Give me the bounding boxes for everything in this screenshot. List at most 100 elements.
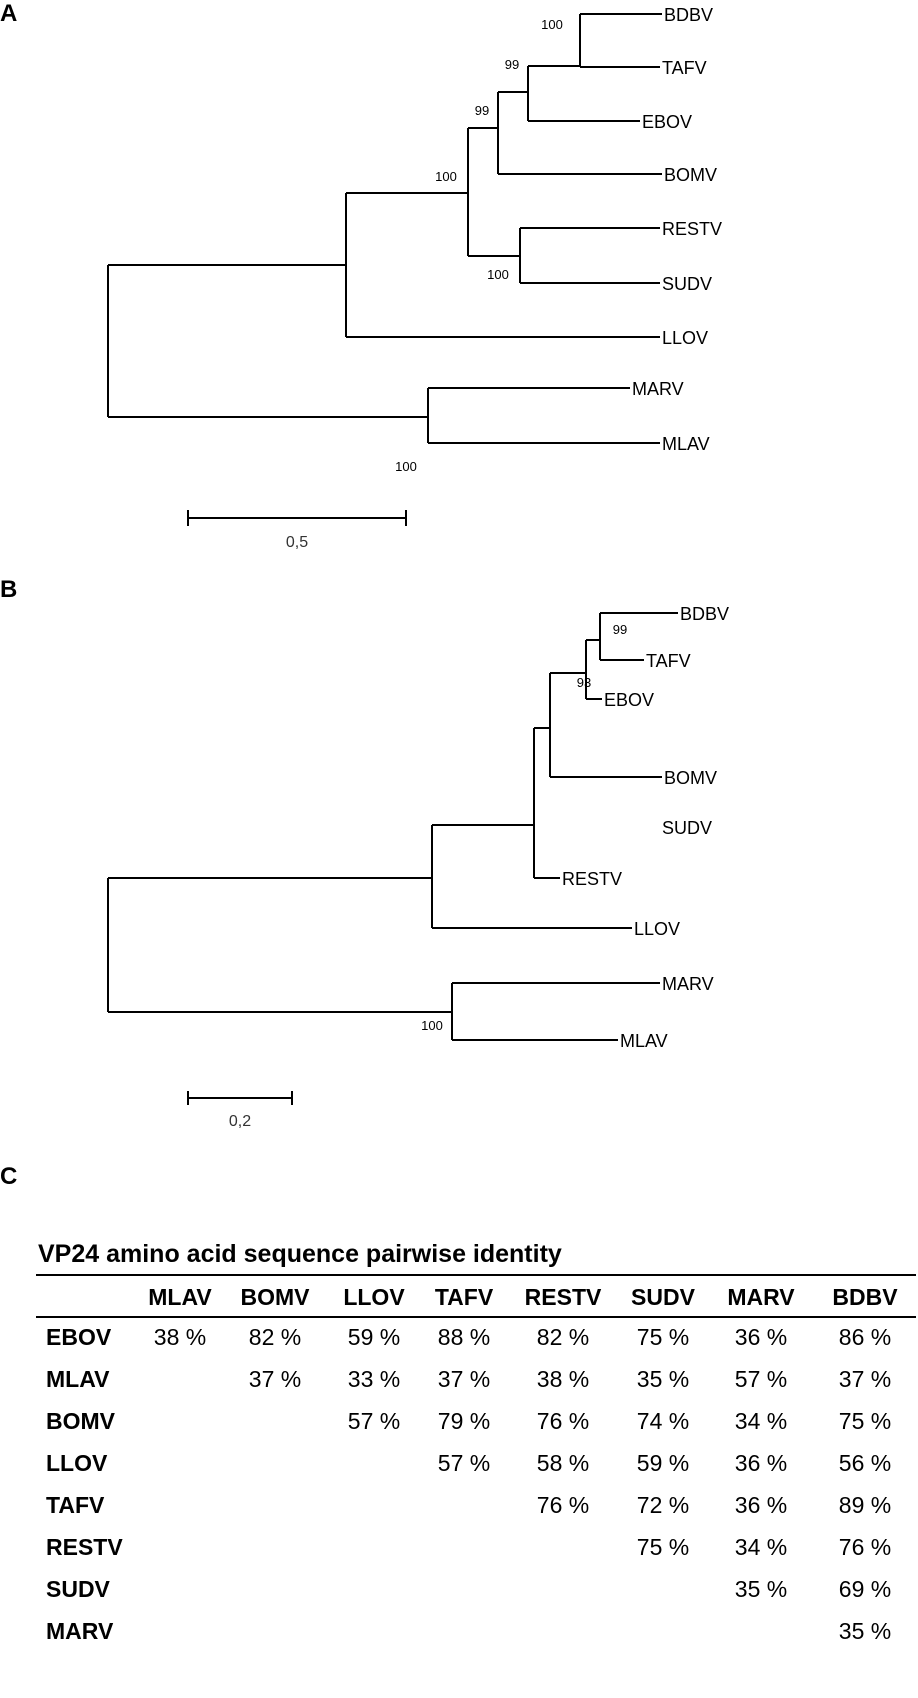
identity-cell: 33 % [347, 1365, 401, 1392]
table-row: MLAV 37 % 33 % 37 % 38 % 35 % 57 % 37 % [36, 1358, 916, 1400]
identity-cell [420, 1484, 508, 1526]
tree-b-bootstrap: 99 [613, 622, 627, 637]
tree-a-bootstrap: 100 [435, 169, 457, 184]
table-corner [36, 1278, 138, 1316]
identity-cell: 56 % [838, 1449, 892, 1476]
identity-cell [222, 1442, 328, 1484]
tree-a-tip-bdbv: BDBV [664, 5, 713, 25]
column-header: BDBV [832, 1283, 898, 1310]
table-row: SUDV 35 % 69 % [36, 1568, 916, 1610]
identity-cell: 36 % [734, 1491, 788, 1518]
identity-cell: 79 % [437, 1407, 491, 1434]
identity-cell: 76 % [536, 1407, 590, 1434]
table-row: TAFV 76 % 72 % 36 % 89 % [36, 1484, 916, 1526]
identity-cell [222, 1400, 328, 1442]
row-header: EBOV [46, 1323, 112, 1350]
tree-a-bootstrap: 99 [475, 103, 489, 118]
title-rule [36, 1274, 916, 1276]
identity-cell: 69 % [838, 1575, 892, 1602]
tree-a-tip-restv: RESTV [662, 219, 722, 239]
identity-cell [618, 1610, 708, 1652]
tree-b-bootstrap: 93 [577, 675, 591, 690]
identity-cell [420, 1610, 508, 1652]
identity-cell [138, 1358, 222, 1400]
identity-cell: 75 % [838, 1407, 892, 1434]
row-header: BOMV [46, 1407, 115, 1434]
identity-cell: 58 % [536, 1449, 590, 1476]
identity-cell: 75 % [636, 1323, 690, 1350]
identity-cell [508, 1526, 618, 1568]
column-header: MARV [727, 1283, 795, 1310]
tree-a-tip-tafv: TAFV [662, 58, 707, 78]
column-header: RESTV [524, 1283, 602, 1310]
identity-cell: 88 % [437, 1323, 491, 1350]
table-row: LLOV 57 % 58 % 59 % 36 % 56 % [36, 1442, 916, 1484]
identity-cell: 86 % [838, 1323, 892, 1350]
tree-a-scale-bar [187, 510, 407, 526]
identity-cell [138, 1610, 222, 1652]
identity-cell: 72 % [636, 1491, 690, 1518]
table-row: MARV 35 % [36, 1610, 916, 1652]
tree-b-scale-label: 0,2 [229, 1113, 251, 1130]
identity-cell [222, 1568, 328, 1610]
column-header: SUDV [631, 1283, 695, 1310]
row-header: MLAV [46, 1365, 110, 1392]
identity-cell: 89 % [838, 1491, 892, 1518]
identity-cell: 74 % [636, 1407, 690, 1434]
identity-cell: 35 % [636, 1365, 690, 1392]
identity-cell [138, 1400, 222, 1442]
tree-a-bootstrap: 100 [541, 17, 563, 32]
identity-cell [328, 1610, 420, 1652]
identity-cell: 57 % [437, 1449, 491, 1476]
identity-cell: 34 % [734, 1533, 788, 1560]
identity-cell: 37 % [838, 1365, 892, 1392]
identity-cell: 37 % [437, 1365, 491, 1392]
tree-a-branches [107, 13, 662, 444]
identity-cell: 38 % [153, 1323, 207, 1350]
identity-cell [420, 1526, 508, 1568]
header-rule [36, 1316, 916, 1318]
identity-cell [138, 1526, 222, 1568]
column-header: LLOV [343, 1283, 405, 1310]
identity-cell [328, 1568, 420, 1610]
row-header: TAFV [46, 1491, 105, 1518]
tree-b-bootstrap: 100 [421, 1018, 443, 1033]
tree-a-bootstrap: 100 [487, 267, 509, 282]
tree-b-tip-bdbv: BDBV [680, 604, 729, 624]
identity-cell [618, 1568, 708, 1610]
tree-a-tip-marv: MARV [632, 379, 684, 399]
identity-cell [420, 1568, 508, 1610]
panel-c-letter: C [0, 1163, 18, 1190]
identity-cell [328, 1484, 420, 1526]
identity-cell [138, 1442, 222, 1484]
identity-cell: 57 % [734, 1365, 788, 1392]
identity-cell [508, 1568, 618, 1610]
identity-cell: 34 % [734, 1407, 788, 1434]
table-title: VP24 amino acid sequence pairwise identi… [38, 1240, 562, 1268]
identity-cell: 82 % [536, 1323, 590, 1350]
tree-a-tip-ebov: EBOV [642, 112, 692, 132]
pairwise-identity-table: MLAV BOMV LLOV TAFV RESTV SUDV MARV BDBV… [36, 1278, 916, 1652]
tree-b-tip-restv: RESTV [562, 869, 622, 889]
row-header: MARV [46, 1617, 114, 1644]
identity-cell [508, 1610, 618, 1652]
table-body: EBOV 38 % 82 % 59 % 88 % 82 % 75 % 36 % … [36, 1316, 916, 1652]
column-header: TAFV [434, 1283, 494, 1310]
identity-cell: 37 % [248, 1365, 302, 1392]
tree-a-scale-label: 0,5 [286, 534, 308, 551]
identity-cell [222, 1526, 328, 1568]
panel-b-letter: B [0, 576, 18, 603]
identity-cell [328, 1526, 420, 1568]
tree-b-branches [107, 612, 678, 1041]
tree-a-tip-mlav: MLAV [662, 434, 710, 454]
tree-a-bootstrap: 100 [395, 459, 417, 474]
identity-cell [138, 1484, 222, 1526]
identity-cell: 38 % [536, 1365, 590, 1392]
identity-cell [222, 1484, 328, 1526]
tree-b-tip-llov: LLOV [634, 919, 680, 939]
row-header: LLOV [46, 1449, 108, 1476]
tree-b-tip-marv: MARV [662, 974, 714, 994]
identity-cell [708, 1610, 814, 1652]
column-header: MLAV [148, 1283, 212, 1310]
identity-cell: 76 % [536, 1491, 590, 1518]
